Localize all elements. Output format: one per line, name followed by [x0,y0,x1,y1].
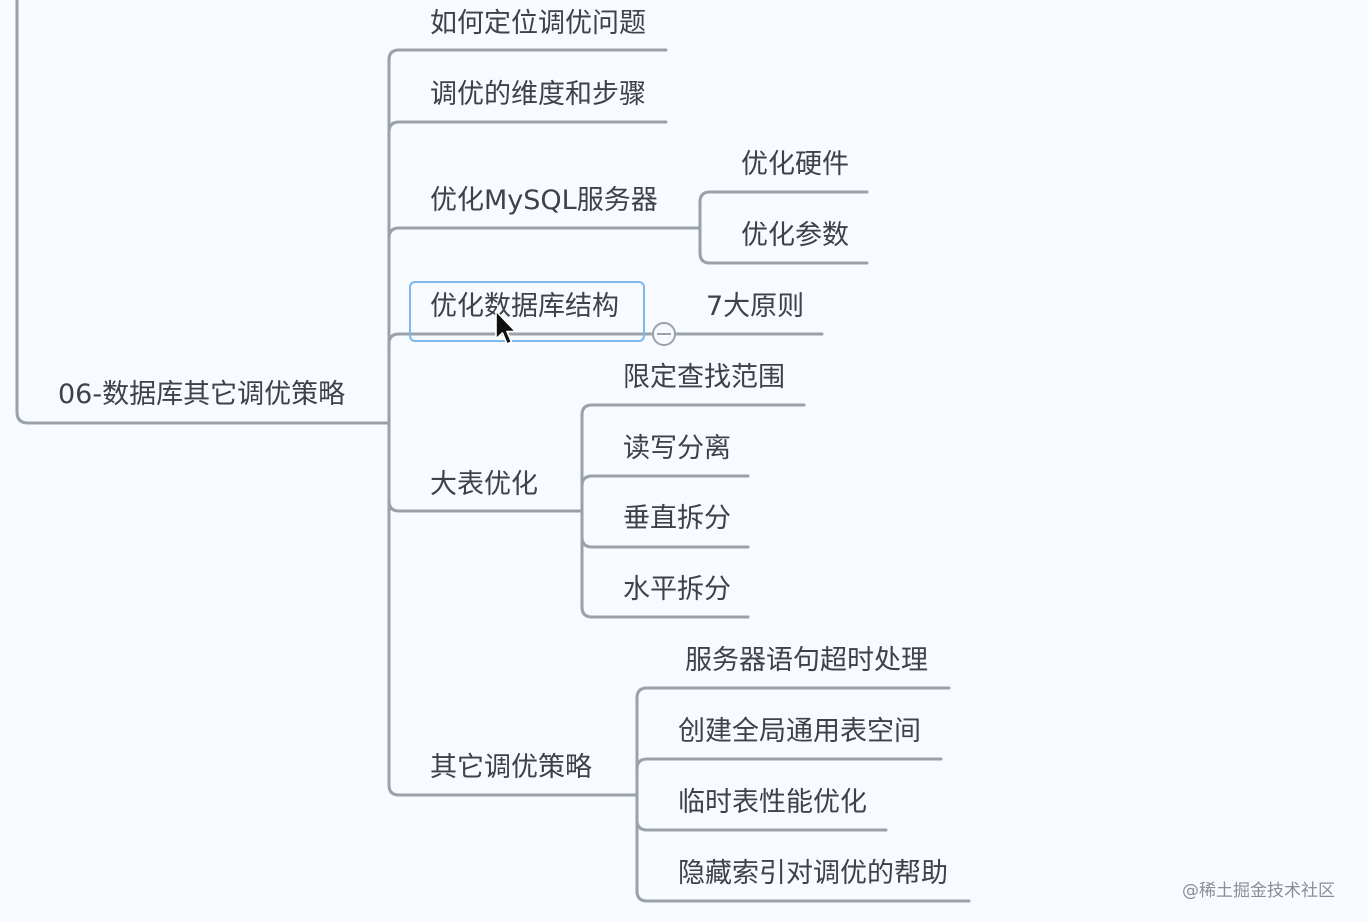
node-optimize-parameters[interactable]: 优化参数 [741,220,849,251]
mysql-sub-lines [698,190,869,265]
node-vertical-split[interactable]: 垂直拆分 [623,503,731,534]
mouse-cursor-icon [495,310,517,345]
trunk-line [387,48,668,797]
root-spine [15,0,389,425]
other-sub-lines [635,686,971,903]
branch-optimize-db-structure[interactable]: 优化数据库结构 [430,291,619,322]
node-temp-table-performance[interactable]: 临时表性能优化 [678,787,867,818]
node-read-write-split[interactable]: 读写分离 [623,433,731,464]
branch4-underline [387,499,584,513]
branch-tuning-dimensions[interactable]: 调优的维度和步骤 [430,79,646,110]
branch-other-strategies[interactable]: 其它调优策略 [430,752,592,783]
selected-node-outline[interactable] [409,281,645,342]
root-node[interactable]: 06-数据库其它调优策略 [58,379,346,410]
node-global-tablespace[interactable]: 创建全局通用表空间 [678,716,921,747]
branch3-underline [387,332,824,346]
branch-locate-tuning-issue[interactable]: 如何定位调优问题 [430,8,646,39]
branch-big-table-optimization[interactable]: 大表优化 [430,469,538,500]
branch2-underline [387,226,701,240]
branch1-underline [387,120,668,134]
node-invisible-index[interactable]: 隐藏索引对调优的帮助 [678,858,948,889]
bigtable-sub-lines [580,403,806,619]
branch-optimize-mysql-server[interactable]: 优化MySQL服务器 [430,185,658,216]
node-limit-query-range[interactable]: 限定查找范围 [623,362,785,393]
node-optimize-hardware[interactable]: 优化硬件 [741,149,849,180]
node-statement-timeout[interactable]: 服务器语句超时处理 [685,645,928,676]
collapse-toggle-icon[interactable] [652,322,676,346]
node-horizontal-split[interactable]: 水平拆分 [623,574,731,605]
node-seven-principles[interactable]: 7大原则 [706,291,805,322]
watermark: @稀土掘金技术社区 [1182,881,1335,901]
